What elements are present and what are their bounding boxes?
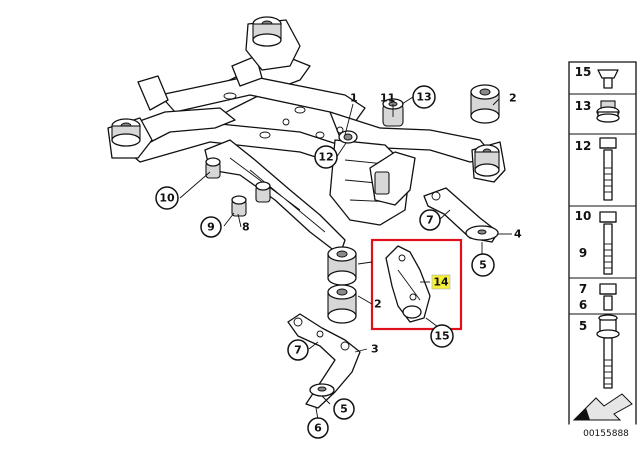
sidebar-item-13: 13	[575, 99, 620, 123]
callout-13: 13	[412, 85, 436, 109]
frame-bushings	[107, 16, 506, 203]
callout-4: 4	[514, 228, 522, 241]
svg-text:1: 1	[350, 92, 358, 105]
svg-text:6: 6	[579, 298, 587, 312]
svg-text:15: 15	[434, 330, 449, 343]
part-2-bushing-top	[470, 84, 500, 124]
svg-text:5: 5	[340, 403, 348, 416]
callout-7-lower: 7	[287, 339, 309, 361]
svg-text:2: 2	[509, 92, 517, 105]
callout-7-right: 7	[419, 209, 441, 231]
callout-8: 8	[242, 221, 250, 234]
sidebar-item-15: 15	[575, 65, 619, 89]
svg-text:8: 8	[242, 221, 250, 234]
callout-2-lower: 2	[374, 298, 382, 311]
part-14-bracket	[385, 245, 431, 323]
svg-text:7: 7	[294, 344, 302, 357]
svg-text:12: 12	[575, 139, 592, 153]
reference-number: 00155888	[583, 429, 629, 439]
svg-text:13: 13	[575, 99, 592, 113]
svg-text:15: 15	[575, 65, 592, 79]
svg-text:12: 12	[318, 151, 333, 164]
callout-15: 15	[430, 324, 454, 348]
callout-1: 1	[350, 92, 358, 105]
svg-text:4: 4	[514, 228, 522, 241]
svg-text:2: 2	[374, 298, 382, 311]
sidebar-item-7: 7	[579, 282, 617, 296]
callout-5-right: 5	[471, 253, 495, 277]
leader-lines	[179, 96, 512, 421]
callout-12: 12	[314, 145, 338, 169]
svg-text:7: 7	[579, 282, 587, 296]
part-9-bushing	[231, 195, 247, 217]
svg-text:13: 13	[416, 91, 431, 104]
svg-text:10: 10	[575, 209, 592, 223]
sidebar-item-10: 10	[575, 209, 617, 223]
svg-text:5: 5	[579, 319, 587, 333]
callout-3: 3	[371, 343, 379, 356]
part-3-bracket	[287, 313, 361, 409]
sidebar-item-5: 5	[579, 314, 620, 389]
svg-text:7: 7	[426, 214, 434, 227]
callout-6: 6	[307, 417, 329, 439]
svg-text:14: 14	[433, 276, 449, 289]
arrow-icon	[572, 393, 633, 421]
sidebar-item-12: 12	[575, 137, 617, 201]
svg-text:11: 11	[380, 92, 395, 105]
callout-2-top: 2	[509, 92, 517, 105]
svg-text:9: 9	[207, 221, 215, 234]
sidebar-item-9: 9	[579, 223, 613, 275]
svg-text:9: 9	[579, 246, 587, 260]
callout-14: 14	[431, 274, 451, 290]
part-4-bracket	[423, 187, 499, 243]
sidebar-item-6: 6	[579, 295, 613, 312]
highlight-box	[370, 238, 463, 331]
callout-5-lower: 5	[333, 398, 355, 420]
axle-carrier-frame	[119, 55, 496, 256]
callout-11: 11	[380, 92, 395, 105]
svg-text:3: 3	[371, 343, 379, 356]
sidebar-hardware-column: 15 13 12 10 9	[568, 61, 637, 425]
callout-10: 10	[155, 186, 179, 210]
callout-9: 9	[200, 216, 222, 238]
svg-text:6: 6	[314, 422, 322, 435]
part-2-bushing-lower	[327, 246, 357, 324]
svg-text:5: 5	[479, 259, 487, 272]
svg-text:10: 10	[159, 192, 175, 205]
